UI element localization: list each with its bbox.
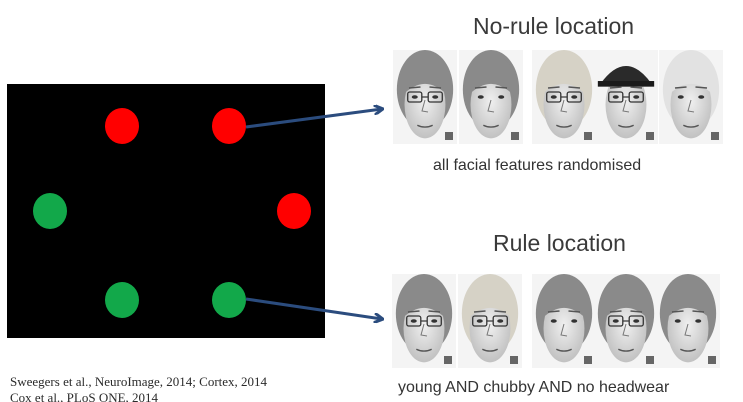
red-dot [277, 193, 311, 229]
no-rule-faces [393, 50, 723, 144]
red-dot [212, 108, 246, 144]
red-dot [105, 108, 139, 144]
arrow-to-no-rule [245, 109, 382, 129]
face-image [392, 274, 456, 368]
no-rule-caption: all facial features randomised [433, 157, 642, 174]
green-dot [33, 193, 67, 229]
arrow-to-rule [245, 297, 382, 319]
face-image [659, 50, 723, 144]
rule-caption: young AND chubby AND no headwear [398, 379, 670, 396]
face-image [393, 50, 457, 144]
face-image [532, 274, 596, 368]
face-image [594, 274, 658, 368]
green-dot [212, 282, 246, 318]
green-dot [105, 282, 139, 318]
citation-line-1: Sweegers et al., NeuroImage, 2014; Corte… [10, 374, 268, 389]
rule-title: Rule location [493, 230, 626, 256]
no-rule-title: No-rule location [473, 13, 635, 39]
face-image [532, 50, 596, 144]
face-image [656, 274, 720, 368]
face-image [594, 50, 658, 144]
face-image [458, 274, 522, 368]
citation-line-2: Cox et al., PLoS ONE, 2014 [10, 390, 159, 402]
rule-faces [392, 274, 720, 368]
location-dots [33, 108, 311, 318]
face-image [459, 50, 523, 144]
